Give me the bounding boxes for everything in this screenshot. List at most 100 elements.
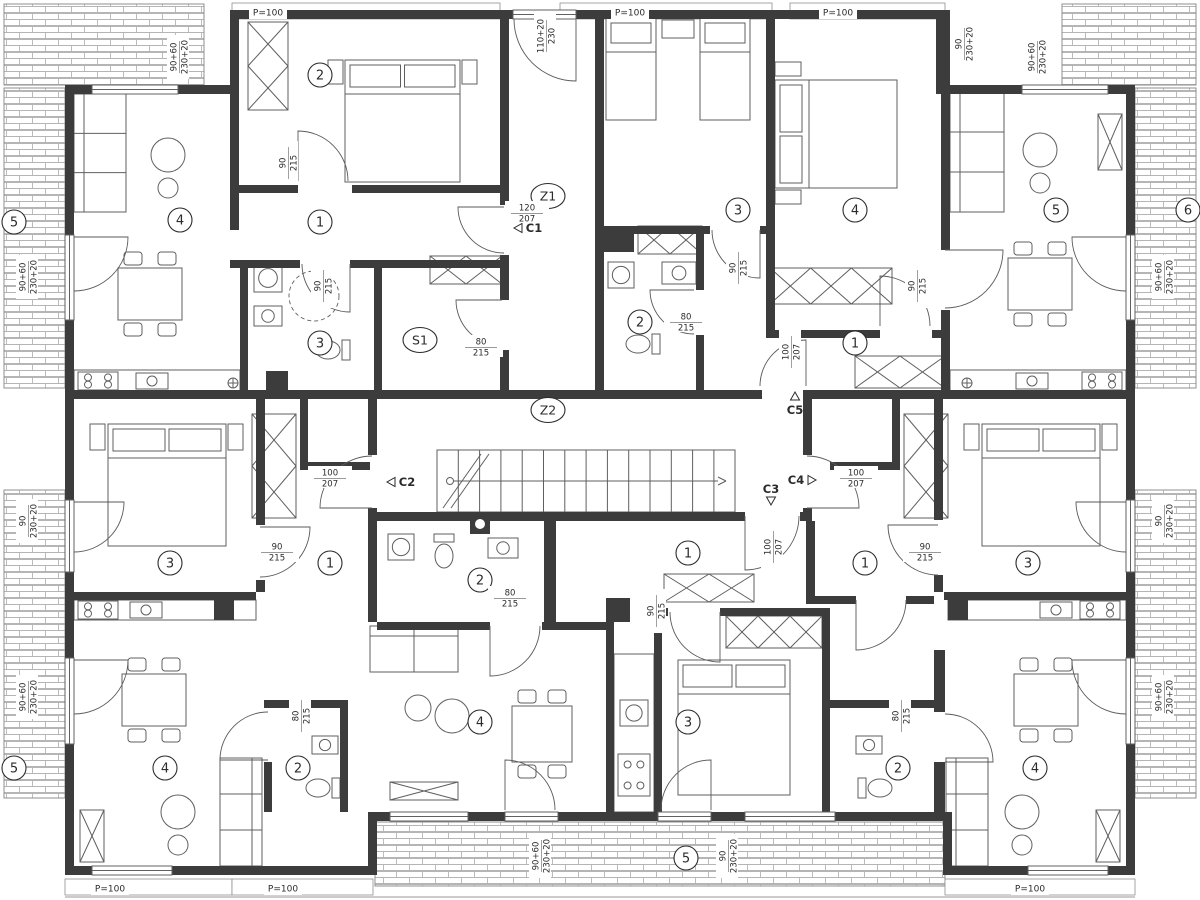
- shaft: [606, 598, 630, 622]
- room-label: 3: [675, 709, 701, 735]
- fixture: [682, 664, 733, 688]
- wall-segment: [377, 390, 762, 399]
- wall-segment: [803, 390, 812, 455]
- svg-text:P=100: P=100: [95, 885, 125, 895]
- wall-segment: [934, 399, 943, 520]
- svg-text:80: 80: [681, 313, 692, 323]
- svg-text:230+20: 230+20: [966, 27, 976, 61]
- shaft: [266, 371, 288, 393]
- svg-text:207: 207: [848, 480, 864, 490]
- door-swing: [669, 611, 721, 663]
- svg-text:215: 215: [502, 600, 518, 610]
- svg-text:90: 90: [314, 281, 324, 292]
- room-label: 1: [307, 209, 333, 235]
- wall-segment: [256, 580, 265, 592]
- line: [854, 355, 901, 389]
- wall-segment: [576, 10, 945, 19]
- svg-text:4: 4: [851, 204, 859, 219]
- svg-text:120: 120: [519, 204, 535, 214]
- wall-segment: [943, 812, 952, 875]
- svg-text:90+60: 90+60: [1155, 683, 1165, 712]
- dining-table: [511, 705, 573, 763]
- staircase: [436, 449, 736, 513]
- wall-segment: [822, 700, 945, 708]
- door-swing: [649, 289, 695, 335]
- toilet: [434, 543, 454, 569]
- svg-text:Z1: Z1: [540, 189, 557, 204]
- wall-segment: [340, 700, 348, 812]
- shaft: [214, 600, 234, 620]
- area-label: P=100: [1011, 880, 1049, 895]
- armchair: [167, 834, 189, 856]
- burner: [623, 781, 632, 790]
- burner: [1108, 380, 1116, 389]
- svg-text:215: 215: [658, 603, 668, 619]
- wall-segment: [230, 260, 300, 268]
- toilet-tank: [341, 339, 351, 361]
- burner: [636, 781, 645, 790]
- nightstand: [1101, 423, 1118, 451]
- room-label: 4: [167, 207, 193, 233]
- svg-text:2: 2: [294, 762, 302, 777]
- svg-text:80: 80: [476, 338, 487, 348]
- dining-table: [1007, 257, 1073, 311]
- svg-text:Z2: Z2: [540, 403, 557, 418]
- chair: [547, 689, 567, 704]
- sink-basin: [318, 738, 332, 752]
- wall-segment: [835, 812, 952, 821]
- sink: [661, 261, 697, 285]
- door-swing: [219, 711, 269, 761]
- door-swing: [504, 759, 556, 811]
- wall-segment: [1108, 85, 1135, 94]
- wall-segment: [65, 592, 256, 600]
- door-swing: [489, 625, 541, 677]
- chair: [517, 689, 537, 704]
- svg-text:215: 215: [903, 708, 913, 724]
- door-swing: [944, 249, 1004, 309]
- sink-basin: [146, 375, 158, 387]
- chair: [1013, 312, 1033, 327]
- wall-segment: [934, 650, 945, 712]
- svg-text:3: 3: [316, 337, 324, 352]
- armchair: [150, 137, 186, 173]
- room-label: 1: [842, 330, 868, 356]
- line: [769, 267, 811, 305]
- sink-basin: [625, 704, 643, 722]
- sink: [311, 735, 339, 755]
- wall-segment: [65, 85, 92, 94]
- wall-segment: [934, 762, 945, 812]
- wall-segment: [711, 812, 745, 821]
- svg-text:4: 4: [1031, 762, 1039, 777]
- svg-text:1: 1: [851, 337, 859, 352]
- burner: [636, 760, 645, 769]
- svg-text:230+20: 230+20: [1039, 40, 1049, 74]
- burner: [104, 380, 112, 389]
- wall-segment: [65, 866, 92, 875]
- line: [810, 267, 852, 305]
- chair: [1019, 728, 1039, 743]
- door-swing: [759, 339, 807, 387]
- wall-segment: [178, 85, 239, 94]
- wall-segment: [1126, 744, 1135, 875]
- burner: [104, 609, 112, 618]
- door-swing: [1075, 501, 1127, 553]
- sofa: [219, 757, 263, 867]
- svg-text:1: 1: [316, 216, 324, 231]
- area-label: P=100: [249, 4, 287, 19]
- zone-label: Z2: [530, 396, 566, 424]
- svg-text:230+20: 230+20: [30, 260, 40, 294]
- svg-text:5: 5: [10, 762, 18, 777]
- line: [851, 267, 893, 305]
- svg-text:207: 207: [519, 215, 535, 225]
- wall-segment: [1126, 85, 1135, 235]
- wall-segment: [230, 185, 298, 193]
- wall-segment: [1126, 572, 1135, 658]
- wall-segment: [352, 185, 500, 193]
- svg-text:1: 1: [861, 557, 869, 572]
